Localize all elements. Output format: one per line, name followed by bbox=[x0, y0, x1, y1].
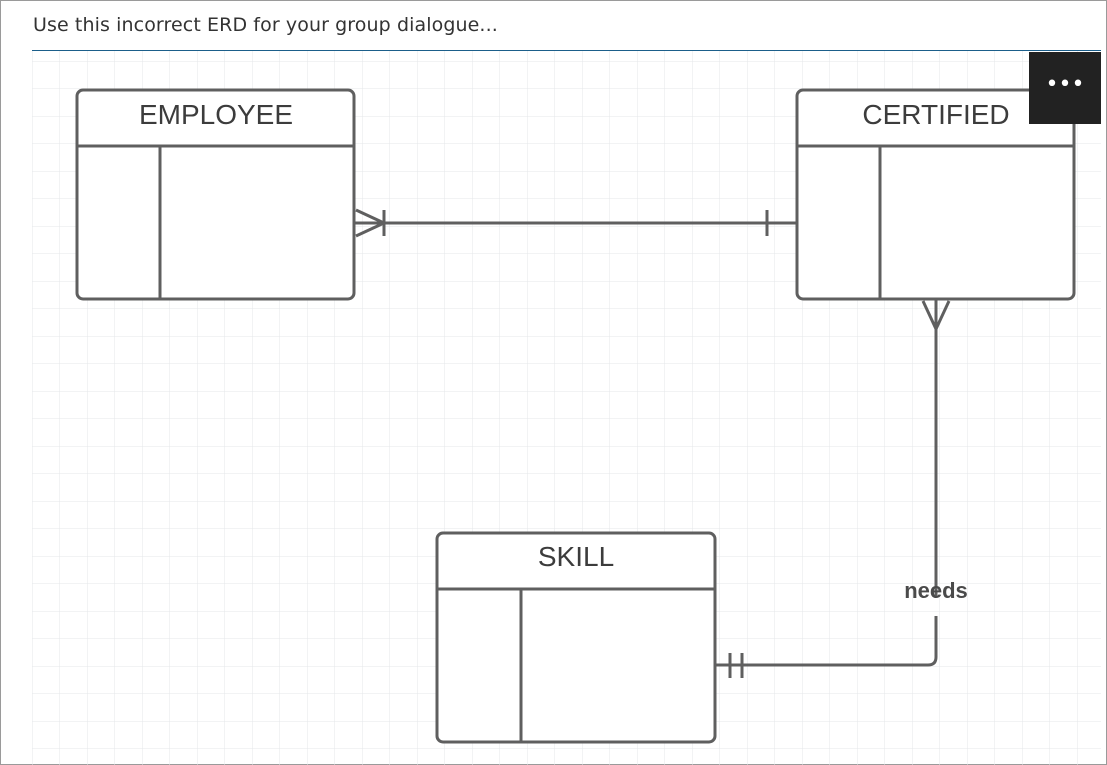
entity-skill[interactable]: SKILL bbox=[435, 531, 717, 744]
crows-foot-upper bbox=[355, 208, 385, 225]
crows-foot-lower bbox=[355, 221, 385, 238]
entity-certified[interactable]: CERTIFIED bbox=[795, 88, 1076, 301]
erd-canvas: EMPLOYEE CERTIFIED SKILL bbox=[32, 51, 1101, 765]
many-foot-left bbox=[921, 300, 938, 330]
many-foot-right bbox=[934, 300, 951, 330]
relationship-employee-certified[interactable] bbox=[354, 208, 797, 238]
entity-skill-name: SKILL bbox=[538, 541, 614, 572]
entity-employee-name: EMPLOYEE bbox=[139, 99, 293, 130]
relationship-certified-skill[interactable]: needs bbox=[715, 299, 968, 678]
more-options-button[interactable]: ••• bbox=[1029, 52, 1101, 124]
erd-diagram-image: EMPLOYEE CERTIFIED SKILL bbox=[32, 50, 1101, 765]
entity-employee[interactable]: EMPLOYEE bbox=[75, 88, 356, 301]
entity-certified-name: CERTIFIED bbox=[862, 99, 1009, 130]
relationship-label-needs: needs bbox=[904, 578, 968, 603]
prompt-text: Use this incorrect ERD for your group di… bbox=[33, 14, 498, 36]
